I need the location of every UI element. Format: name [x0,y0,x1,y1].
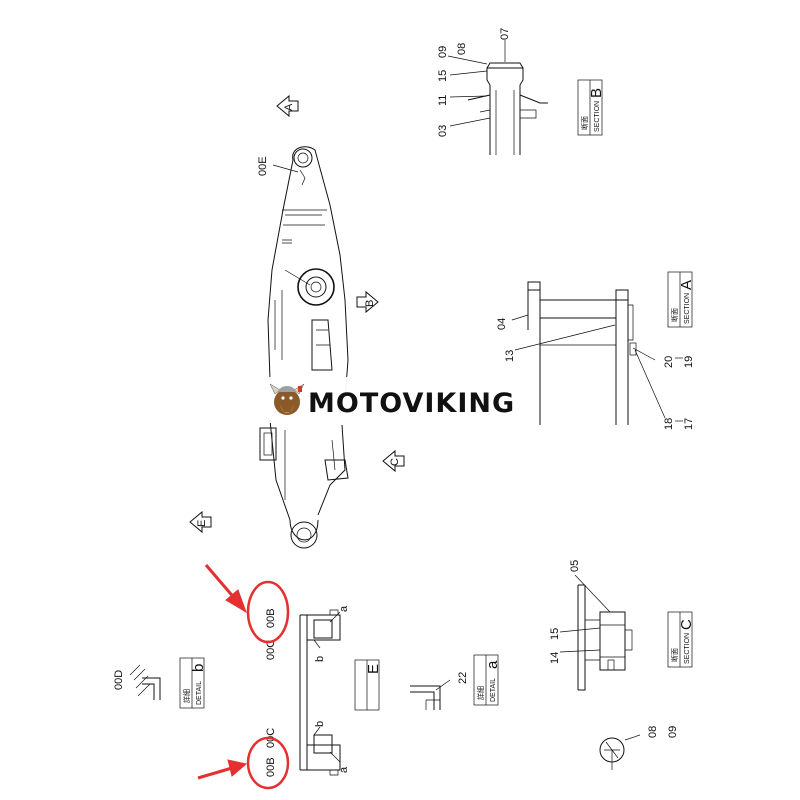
section-box-c: C 断面 SECTION [667,611,695,668]
callout-circle-bottom [246,736,290,790]
part-label-15: 15 [437,70,449,82]
part-label-05: 05 [569,560,581,572]
svg-text:詳細: 詳細 [476,686,485,700]
part-label-18: 18 [663,418,675,430]
section-box-b: B 断面 SECTION [577,79,605,136]
part-label-08: 08 [456,43,468,55]
section-b-leaders [447,40,506,127]
view-arrow-c: C [382,449,405,473]
viking-mascot-icon [269,383,305,415]
part-label-00b-bottom: 00B [265,757,277,777]
watermark-banner: MOTOVIKING [262,377,532,423]
pin-detail-drawing [599,734,641,770]
red-arrow-top-icon [204,564,247,614]
part-label-00d: 00D [113,670,125,690]
section-b-drawing [467,62,548,155]
section-box-e: E [354,659,382,711]
part-label-14: 14 [549,652,561,664]
svg-text:B: B [364,300,376,307]
svg-text:断面: 断面 [580,116,589,130]
detail-ref-b-bottom: b [314,721,326,727]
boom-leaders [272,164,311,286]
part-label-20: 20 [663,356,675,368]
part-label-17: 17 [683,418,695,430]
part-label-00e: 00E [257,156,269,176]
part-label-04: 04 [496,318,508,330]
part-label-00c-top: 00C [265,640,277,660]
svg-text:C: C [678,619,695,630]
part-label-09: 09 [437,46,449,58]
svg-text:A: A [283,103,295,111]
view-e-drawing [299,609,341,776]
detail-a-leader [435,679,451,691]
svg-text:DETAIL: DETAIL [196,681,203,705]
svg-text:詳細: 詳細 [182,689,191,703]
svg-text:断面: 断面 [670,308,679,322]
svg-text:b: b [190,664,207,672]
callout-circle-top [246,580,290,644]
detail-a-drawing [410,685,441,710]
svg-text:DETAIL: DETAIL [490,678,497,702]
part-label-09-pin: 09 [667,726,679,738]
svg-text:断面: 断面 [670,648,679,662]
detail-b-drawing [129,664,161,700]
boom-arm-drawing [259,146,349,549]
part-label-03: 03 [437,125,449,137]
part-label-08-pin: 08 [647,726,659,738]
svg-text:A: A [678,280,695,290]
detail-ref-b-top: b [314,656,326,662]
part-label-15-c: 15 [549,628,561,640]
detail-ref-a-top: a [338,605,350,612]
part-label-00b-top: 00B [265,608,277,628]
part-label-19: 19 [683,356,695,368]
svg-text:C: C [389,458,401,466]
part-label-07: 07 [499,28,511,40]
red-arrow-bottom-icon [197,759,248,780]
part-label-13: 13 [504,350,516,362]
section-box-detail-a: a 詳細 DETAIL [473,654,501,706]
watermark-brand: MOTOVIKING [308,388,515,419]
section-letter: B [588,88,605,98]
section-box-detail-b: b 詳細 DETAIL [179,657,207,709]
section-a-leaders [511,314,666,419]
section-c-drawing [577,584,633,691]
svg-text:SECTION: SECTION [684,293,691,324]
section-box-a: A 断面 SECTION [667,271,695,328]
svg-text:E: E [365,664,382,674]
view-e-leaders [313,611,341,763]
section-a-drawing [527,281,637,425]
section-c-leaders [559,574,611,653]
svg-text:SECTION: SECTION [684,633,691,664]
view-arrow-b: B [356,290,379,314]
view-arrow-a: A [276,94,299,118]
view-arrow-e: E [189,510,212,534]
detail-ref-a-bottom: a [338,766,350,773]
part-label-22: 22 [457,672,469,684]
svg-text:SECTION: SECTION [594,101,601,132]
part-label-11: 11 [437,95,449,106]
svg-text:a: a [484,660,501,669]
svg-text:E: E [196,520,208,527]
